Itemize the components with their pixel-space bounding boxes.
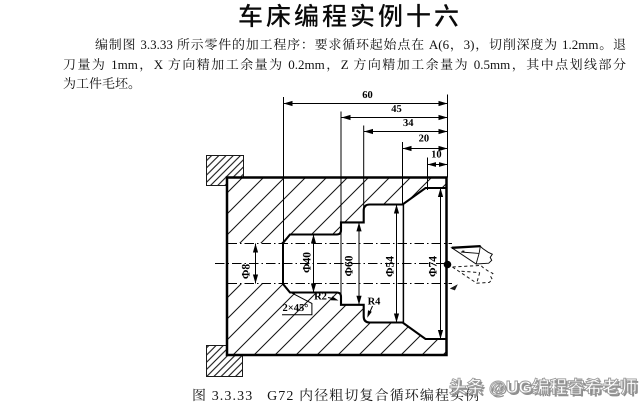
svg-text:Φ60: Φ60 xyxy=(344,255,356,276)
svg-text:20: 20 xyxy=(419,134,430,145)
svg-text:Φ40: Φ40 xyxy=(302,252,314,273)
svg-text:10: 10 xyxy=(431,149,442,160)
svg-text:Φ8: Φ8 xyxy=(241,264,253,280)
svg-text:45: 45 xyxy=(391,104,402,115)
svg-text:Φ74: Φ74 xyxy=(428,256,440,277)
svg-text:34: 34 xyxy=(403,118,414,129)
svg-text:60: 60 xyxy=(362,90,373,101)
svg-text:R4: R4 xyxy=(368,297,382,308)
svg-text:R2: R2 xyxy=(314,292,327,303)
svg-text:2×45°: 2×45° xyxy=(283,303,309,314)
svg-text:Φ54: Φ54 xyxy=(385,256,397,277)
